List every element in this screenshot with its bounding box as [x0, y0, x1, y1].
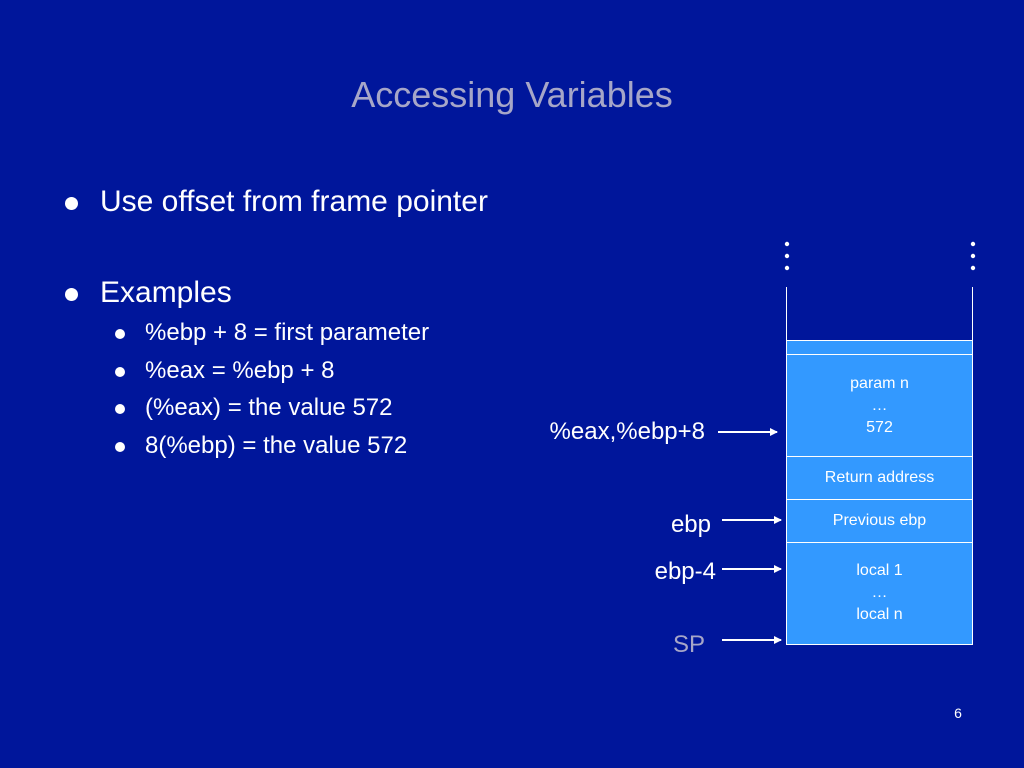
local-first-label: local 1 [856, 562, 903, 579]
stack-continuation-dots-left [784, 241, 790, 271]
pointer-label-ebp: ebp [670, 511, 711, 538]
local-last-label: local n [856, 606, 903, 623]
stack-slot-locals: local 1 … local n [786, 542, 973, 645]
slide-title: Accessing Variables [351, 74, 673, 115]
pointer-label-ebp-minus4: ebp-4 [654, 558, 716, 585]
pointer-label-eax-ebp8: %eax,%ebp+8 [549, 418, 705, 445]
bullet-dot-icon [65, 288, 78, 301]
stack-slot-param: param n … 572 [786, 354, 973, 457]
param-value: 572 [866, 418, 893, 436]
local-ellipsis: … [871, 584, 888, 601]
previous-ebp-label: Previous ebp [832, 512, 927, 529]
sub-bullet-dot-icon [115, 441, 125, 452]
stack-slot-return-address: Return address [786, 456, 973, 500]
stack-slot-previous-ebp: Previous ebp [786, 499, 973, 543]
sub-bullet-text: %eax = %ebp + 8 [145, 356, 335, 384]
stack-continuation-dots-right [970, 241, 976, 271]
pointer-label-sp: SP [672, 631, 705, 658]
bullet-text: Use offset from frame pointer [100, 185, 488, 218]
sub-bullet-dot-icon [115, 329, 125, 339]
bullet-text: Examples [100, 276, 232, 309]
sub-bullet-text: %ebp + 8 = first parameter [145, 319, 430, 346]
return-address-label: Return address [824, 469, 935, 486]
bullet-dot-icon [65, 197, 78, 210]
stack-slot-empty [786, 340, 973, 355]
sub-bullet-text: 8(%ebp) = the value 572 [145, 431, 408, 459]
param-label: param n [850, 374, 909, 392]
sub-bullet-dot-icon [115, 366, 125, 377]
page-number: 6 [954, 705, 962, 721]
sub-bullet-dot-icon [115, 404, 125, 414]
param-ellipsis: … [871, 396, 888, 414]
sub-bullet-text: (%eax) = the value 572 [145, 394, 393, 421]
